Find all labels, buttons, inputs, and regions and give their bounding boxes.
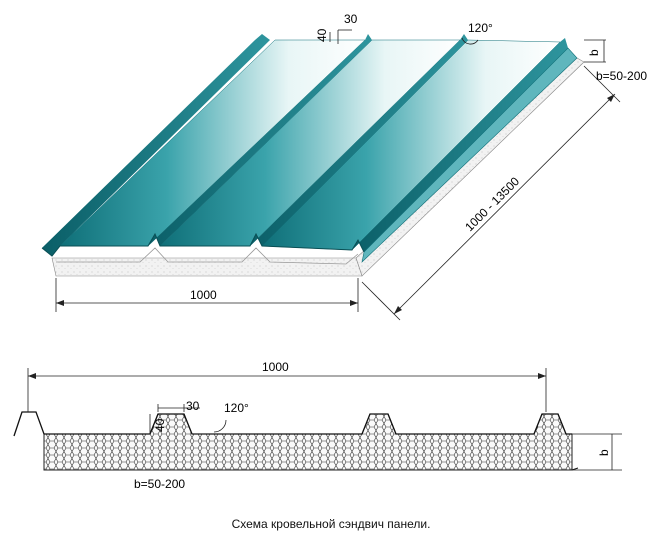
thickness-range-bottom: b=50-200 bbox=[134, 477, 185, 491]
diagram-caption: Схема кровельной сэндвич панели. bbox=[231, 517, 431, 531]
panel-rib-3 bbox=[352, 38, 568, 252]
width-label-bottom: 1000 bbox=[262, 360, 289, 374]
thickness-symbol-bottom: b bbox=[597, 449, 611, 456]
thickness-symbol-top: b bbox=[587, 49, 601, 56]
width-label-top: 1000 bbox=[190, 288, 217, 302]
thickness-range-top: b=50-200 bbox=[596, 69, 647, 83]
arrowheads-section bbox=[28, 373, 546, 379]
angle-label-top: 120° bbox=[468, 21, 493, 35]
cross-section bbox=[13, 411, 579, 471]
rib-height-label-top: 40 bbox=[315, 28, 329, 42]
section-top-sheet bbox=[13, 411, 572, 437]
section-foam bbox=[43, 413, 573, 471]
panel-foam-front bbox=[51, 257, 363, 277]
panel-rib-left bbox=[42, 34, 270, 256]
panel-rib-2 bbox=[250, 34, 468, 246]
length-range-label: 1000 - 13500 bbox=[462, 174, 522, 234]
rib-height-label-bottom: 40 bbox=[153, 418, 167, 432]
dimensions-section bbox=[27, 368, 622, 471]
panel-front-outline bbox=[41, 232, 365, 257]
arrowheads-3d bbox=[56, 94, 615, 314]
rib-width-label-bottom: 30 bbox=[186, 399, 200, 413]
panel-side-sheet bbox=[361, 47, 578, 263]
angle-label-bottom: 120° bbox=[224, 401, 249, 415]
panel-foam-wave bbox=[56, 247, 359, 265]
panel-3d bbox=[41, 34, 585, 277]
panel-rib-1 bbox=[148, 34, 372, 246]
rib-width-label-top: 30 bbox=[344, 12, 358, 26]
